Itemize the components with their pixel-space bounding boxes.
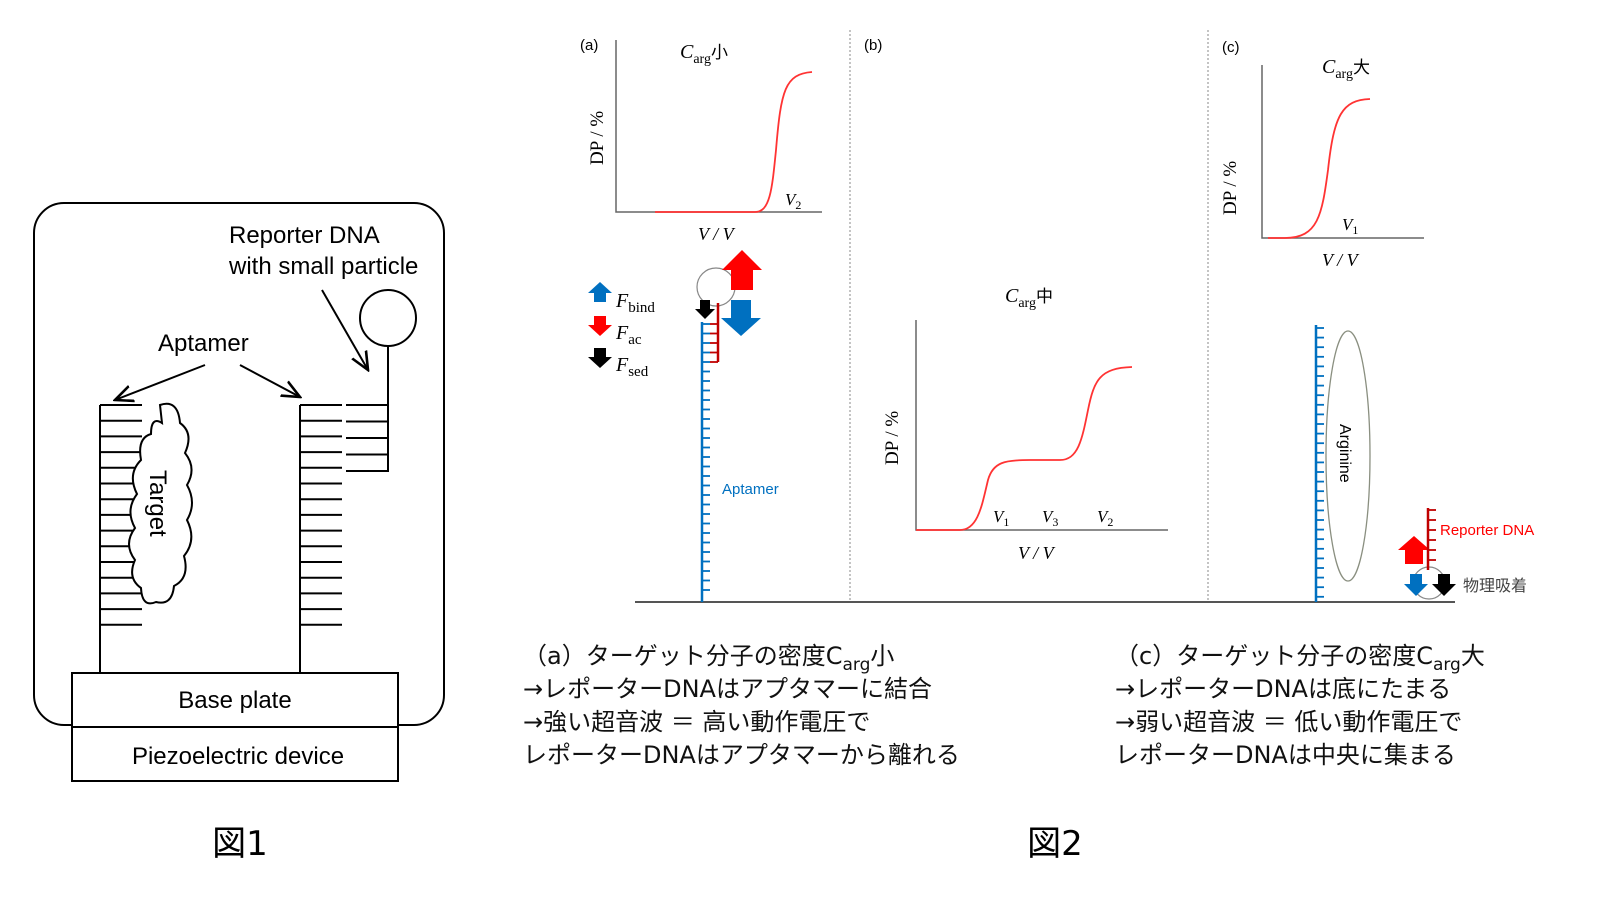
legend-fbind: Fbind xyxy=(615,290,655,316)
piezo-device xyxy=(71,726,399,782)
base-plate-label: Base plate xyxy=(178,687,291,714)
target-cloud xyxy=(128,402,193,605)
caption-a-line2: →レポーターDNAはアプタマーに結合 xyxy=(523,675,932,703)
small-particle xyxy=(359,289,417,347)
caption-c-line3: →弱い超音波 ＝ 低い動作電圧で xyxy=(1115,708,1462,736)
panel-b-chart: (b) Carg中 DP / % V / V V1 V3 V2 xyxy=(864,37,1168,563)
container-outline xyxy=(33,202,445,726)
panel-a-tag: (a) xyxy=(580,37,598,54)
reporter-label-2: with small particle xyxy=(228,253,418,280)
axes xyxy=(615,40,822,213)
panel-b-title: Carg中 xyxy=(1005,285,1053,311)
v3-label: V3 xyxy=(1042,507,1058,529)
reporter-dna-label: Reporter DNA xyxy=(1440,522,1534,539)
blue-up-arrow-icon xyxy=(588,282,612,302)
caption-a-line1: （a）ターゲット分子の密度Carg小 xyxy=(523,642,894,675)
base-plate xyxy=(71,672,399,728)
blue-down-arrow-icon xyxy=(721,300,761,336)
caption-a: （a）ターゲット分子の密度Carg小 →レポーターDNAはアプタマーに結合 →強… xyxy=(523,642,960,769)
v2-label: V2 xyxy=(785,190,801,212)
panel-c-drawing: Arginine Reporter DNA 物理吸着 xyxy=(1314,325,1534,602)
legend-fsed: Fsed xyxy=(615,354,649,380)
arginine-ellipse xyxy=(1325,330,1371,582)
panel-c-chart: (c) Carg大 DP / % V / V V1 xyxy=(1220,39,1424,270)
target-label: Target xyxy=(144,470,171,537)
caption-c-line2: →レポーターDNAは底にたまる xyxy=(1115,675,1451,703)
caption-c-line1: （c）ターゲット分子の密度Carg大 xyxy=(1115,642,1485,675)
x-axis-label: V / V xyxy=(1018,543,1056,563)
black-down-arrow-icon xyxy=(695,300,715,319)
red-down-arrow-icon xyxy=(588,316,612,336)
red-up-arrow-icon xyxy=(722,250,762,290)
reporter-label-1: Reporter DNA xyxy=(229,222,380,249)
panel-a-chart: (a) Carg小 DP / % V / V V2 xyxy=(580,37,822,244)
panel-c-title: Carg大 xyxy=(1322,56,1370,82)
v1-label: V1 xyxy=(1342,215,1358,237)
aptamer-label: Aptamer xyxy=(158,330,249,357)
panel-a-title: Carg小 xyxy=(680,41,728,67)
panel-c-tag: (c) xyxy=(1222,39,1240,56)
y-axis-label: DP / % xyxy=(1220,161,1241,215)
x-axis-label: V / V xyxy=(698,224,736,244)
figure-1: Base plate Piezoelectric device Target R… xyxy=(33,202,445,864)
figure-1-caption: 図1 xyxy=(212,824,268,864)
dp-curve xyxy=(1268,98,1371,239)
y-axis-label: DP / % xyxy=(882,411,903,465)
red-up-arrow-icon xyxy=(1398,536,1430,564)
v1-label: V1 xyxy=(993,507,1009,529)
panel-b-tag: (b) xyxy=(864,37,882,54)
arrow-icon xyxy=(115,364,206,400)
blue-down-arrow-icon xyxy=(1404,574,1428,596)
force-legend: Fbind Fac Fsed xyxy=(588,282,655,380)
physisorption-label: 物理吸着 xyxy=(1463,576,1527,595)
arginine-label: Arginine xyxy=(1336,424,1353,483)
legend-fac: Fac xyxy=(615,322,642,348)
caption-c-line4: レポーターDNAは中央に集まる xyxy=(1115,741,1456,769)
arrow-icon xyxy=(321,289,368,370)
x-axis-label: V / V xyxy=(1322,250,1360,270)
piezo-label: Piezoelectric device xyxy=(132,743,344,770)
y-axis-label: DP / % xyxy=(587,111,608,165)
figure-2: (a) Carg小 DP / % V / V V2 Fbind Fac Fsed… xyxy=(523,30,1534,864)
dp-curve xyxy=(655,71,813,213)
caption-c: （c）ターゲット分子の密度Carg大 →レポーターDNAは底にたまる →弱い超音… xyxy=(1115,642,1485,769)
arrow-icon xyxy=(239,364,300,397)
axes xyxy=(915,320,1168,531)
caption-a-line3: →強い超音波 ＝ 高い動作電圧で xyxy=(523,708,870,736)
aptamer-strands xyxy=(99,346,389,673)
dp-curve xyxy=(916,366,1133,531)
black-down-arrow-icon xyxy=(1432,574,1456,596)
figure-2-caption: 図2 xyxy=(1027,824,1083,864)
axes xyxy=(1261,65,1424,239)
v2-label: V2 xyxy=(1097,507,1113,529)
panel-a-aptamer-drawing: Aptamer xyxy=(695,250,779,602)
aptamer-label: Aptamer xyxy=(722,481,779,498)
black-down-arrow-icon xyxy=(588,348,612,368)
caption-a-line4: レポーターDNAはアプタマーから離れる xyxy=(523,741,960,769)
